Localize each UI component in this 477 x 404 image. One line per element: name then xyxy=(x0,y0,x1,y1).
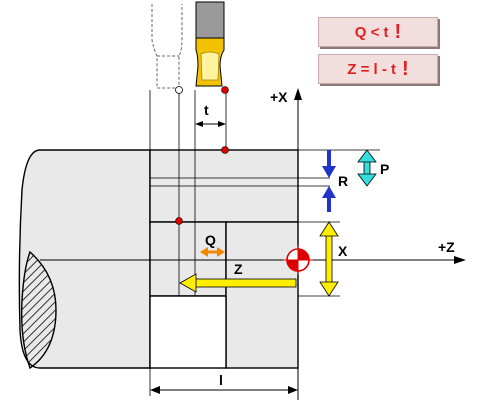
label-l: l xyxy=(219,372,223,388)
dimension-r: R xyxy=(322,150,348,212)
tool-active xyxy=(195,1,225,87)
exclamation-icon: ! xyxy=(402,57,409,80)
formula-box-q-lt-t: Q < t ! xyxy=(318,17,438,47)
label-plus-x: +X xyxy=(270,89,288,105)
tool-ghost xyxy=(151,4,183,89)
dimension-z: Z xyxy=(179,261,297,293)
formula-text: Q < t xyxy=(354,23,389,41)
red-points xyxy=(175,86,229,225)
section-hatch xyxy=(21,250,57,370)
dimension-q: Q xyxy=(200,232,225,257)
formula-text: Z = l - t xyxy=(347,60,397,78)
z-axis xyxy=(40,256,466,264)
reference-lines xyxy=(149,90,380,396)
label-plus-z: +Z xyxy=(438,239,455,255)
dimension-t: t xyxy=(195,102,226,127)
dimension-l: l xyxy=(150,372,298,394)
label-r: R xyxy=(338,173,348,189)
dimension-x: X xyxy=(319,221,348,297)
label-q: Q xyxy=(205,232,216,248)
workpiece xyxy=(18,149,299,370)
white-point xyxy=(175,86,183,94)
label-t: t xyxy=(204,102,209,118)
dimension-p: P xyxy=(357,149,389,187)
label-x: X xyxy=(338,243,348,259)
workpiece-zero-icon xyxy=(283,245,313,275)
exclamation-icon: ! xyxy=(394,20,402,43)
formula-box-z-eq-l-minus-t: Z = l - t ! xyxy=(318,54,438,84)
label-z: Z xyxy=(234,261,243,277)
label-p: P xyxy=(380,161,389,177)
